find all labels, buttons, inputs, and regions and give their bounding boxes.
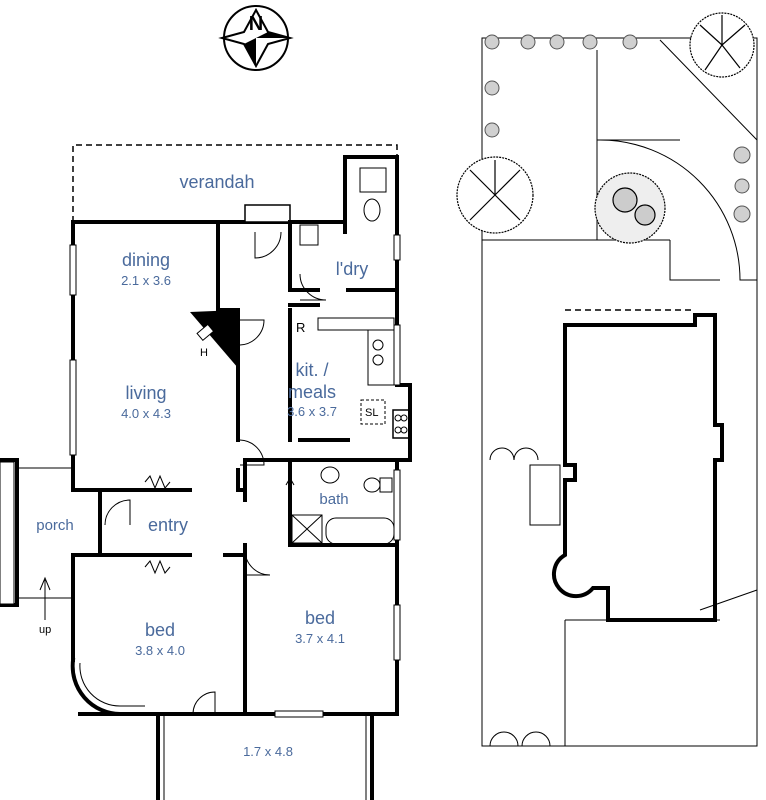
bed1-dims: 3.8 x 4.0 [135, 643, 185, 658]
heater-marker: H [200, 347, 208, 359]
skylight-marker: SL [365, 407, 378, 419]
north-compass-icon: N [218, 5, 294, 71]
porch-label: porch [36, 517, 74, 534]
entry-label: entry [148, 515, 188, 535]
kitchen-label-line1: kit. / [295, 360, 328, 380]
bed2-dims: 3.7 x 4.1 [295, 631, 345, 646]
house-floor-plan [0, 144, 412, 800]
compass-letter: N [249, 13, 263, 35]
living-label: living [125, 383, 166, 403]
door-swings [104, 224, 327, 715]
living-dims: 4.0 x 4.3 [121, 406, 171, 421]
kitchen-dims: 3.6 x 3.7 [287, 404, 337, 419]
bath-label: bath [319, 491, 348, 508]
kitchen-label-line2: meals [288, 382, 336, 402]
verandah-label: verandah [179, 172, 254, 192]
tree-icon [456, 12, 755, 244]
site-plan [456, 12, 758, 747]
stair-up-marker: up [39, 624, 51, 636]
laundry-label: l'dry [336, 259, 368, 279]
balcony-dims: 1.7 x 4.8 [243, 744, 293, 759]
bed1-label: bed [145, 620, 175, 640]
dining-dims: 2.1 x 3.6 [121, 273, 171, 288]
bed2-label: bed [305, 608, 335, 628]
fridge-marker: R [296, 320, 305, 335]
fireplace-icon [190, 310, 238, 368]
dining-label: dining [122, 250, 170, 270]
room-labels: verandah dining 2.1 x 3.6 l'dry living 4… [36, 172, 378, 759]
windows [69, 204, 401, 718]
